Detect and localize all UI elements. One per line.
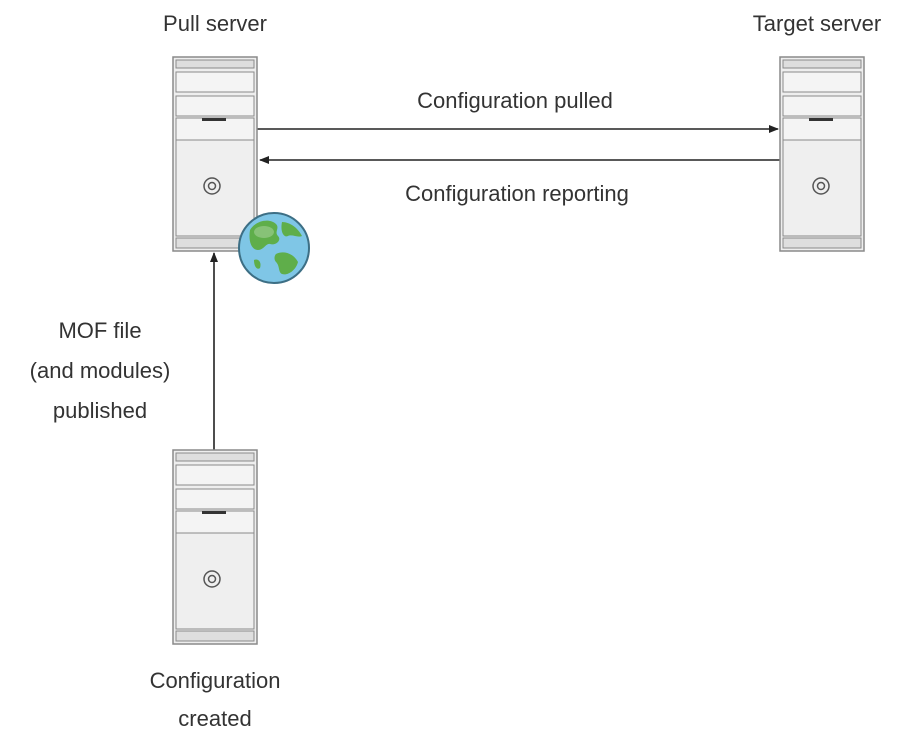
pull-server-icon <box>172 56 258 252</box>
config-created-label: Configuration created <box>115 662 315 738</box>
mof-line-2: (and modules) <box>29 358 171 383</box>
created-line-1: Configuration <box>149 668 281 693</box>
mof-published-label: MOF file (and modules) published <box>0 311 200 431</box>
authoring-server-icon <box>172 449 258 645</box>
target-server-label: Target server <box>752 11 882 36</box>
globe-icon <box>238 212 310 284</box>
mof-line-1: MOF file <box>58 318 142 343</box>
pull-server-label: Pull server <box>163 11 267 36</box>
target-server-icon <box>779 56 865 252</box>
config-reporting-label: Configuration reporting <box>405 181 629 206</box>
mof-line-3: published <box>52 398 148 423</box>
config-pulled-label: Configuration pulled <box>417 88 613 113</box>
created-line-2: created <box>178 706 252 731</box>
